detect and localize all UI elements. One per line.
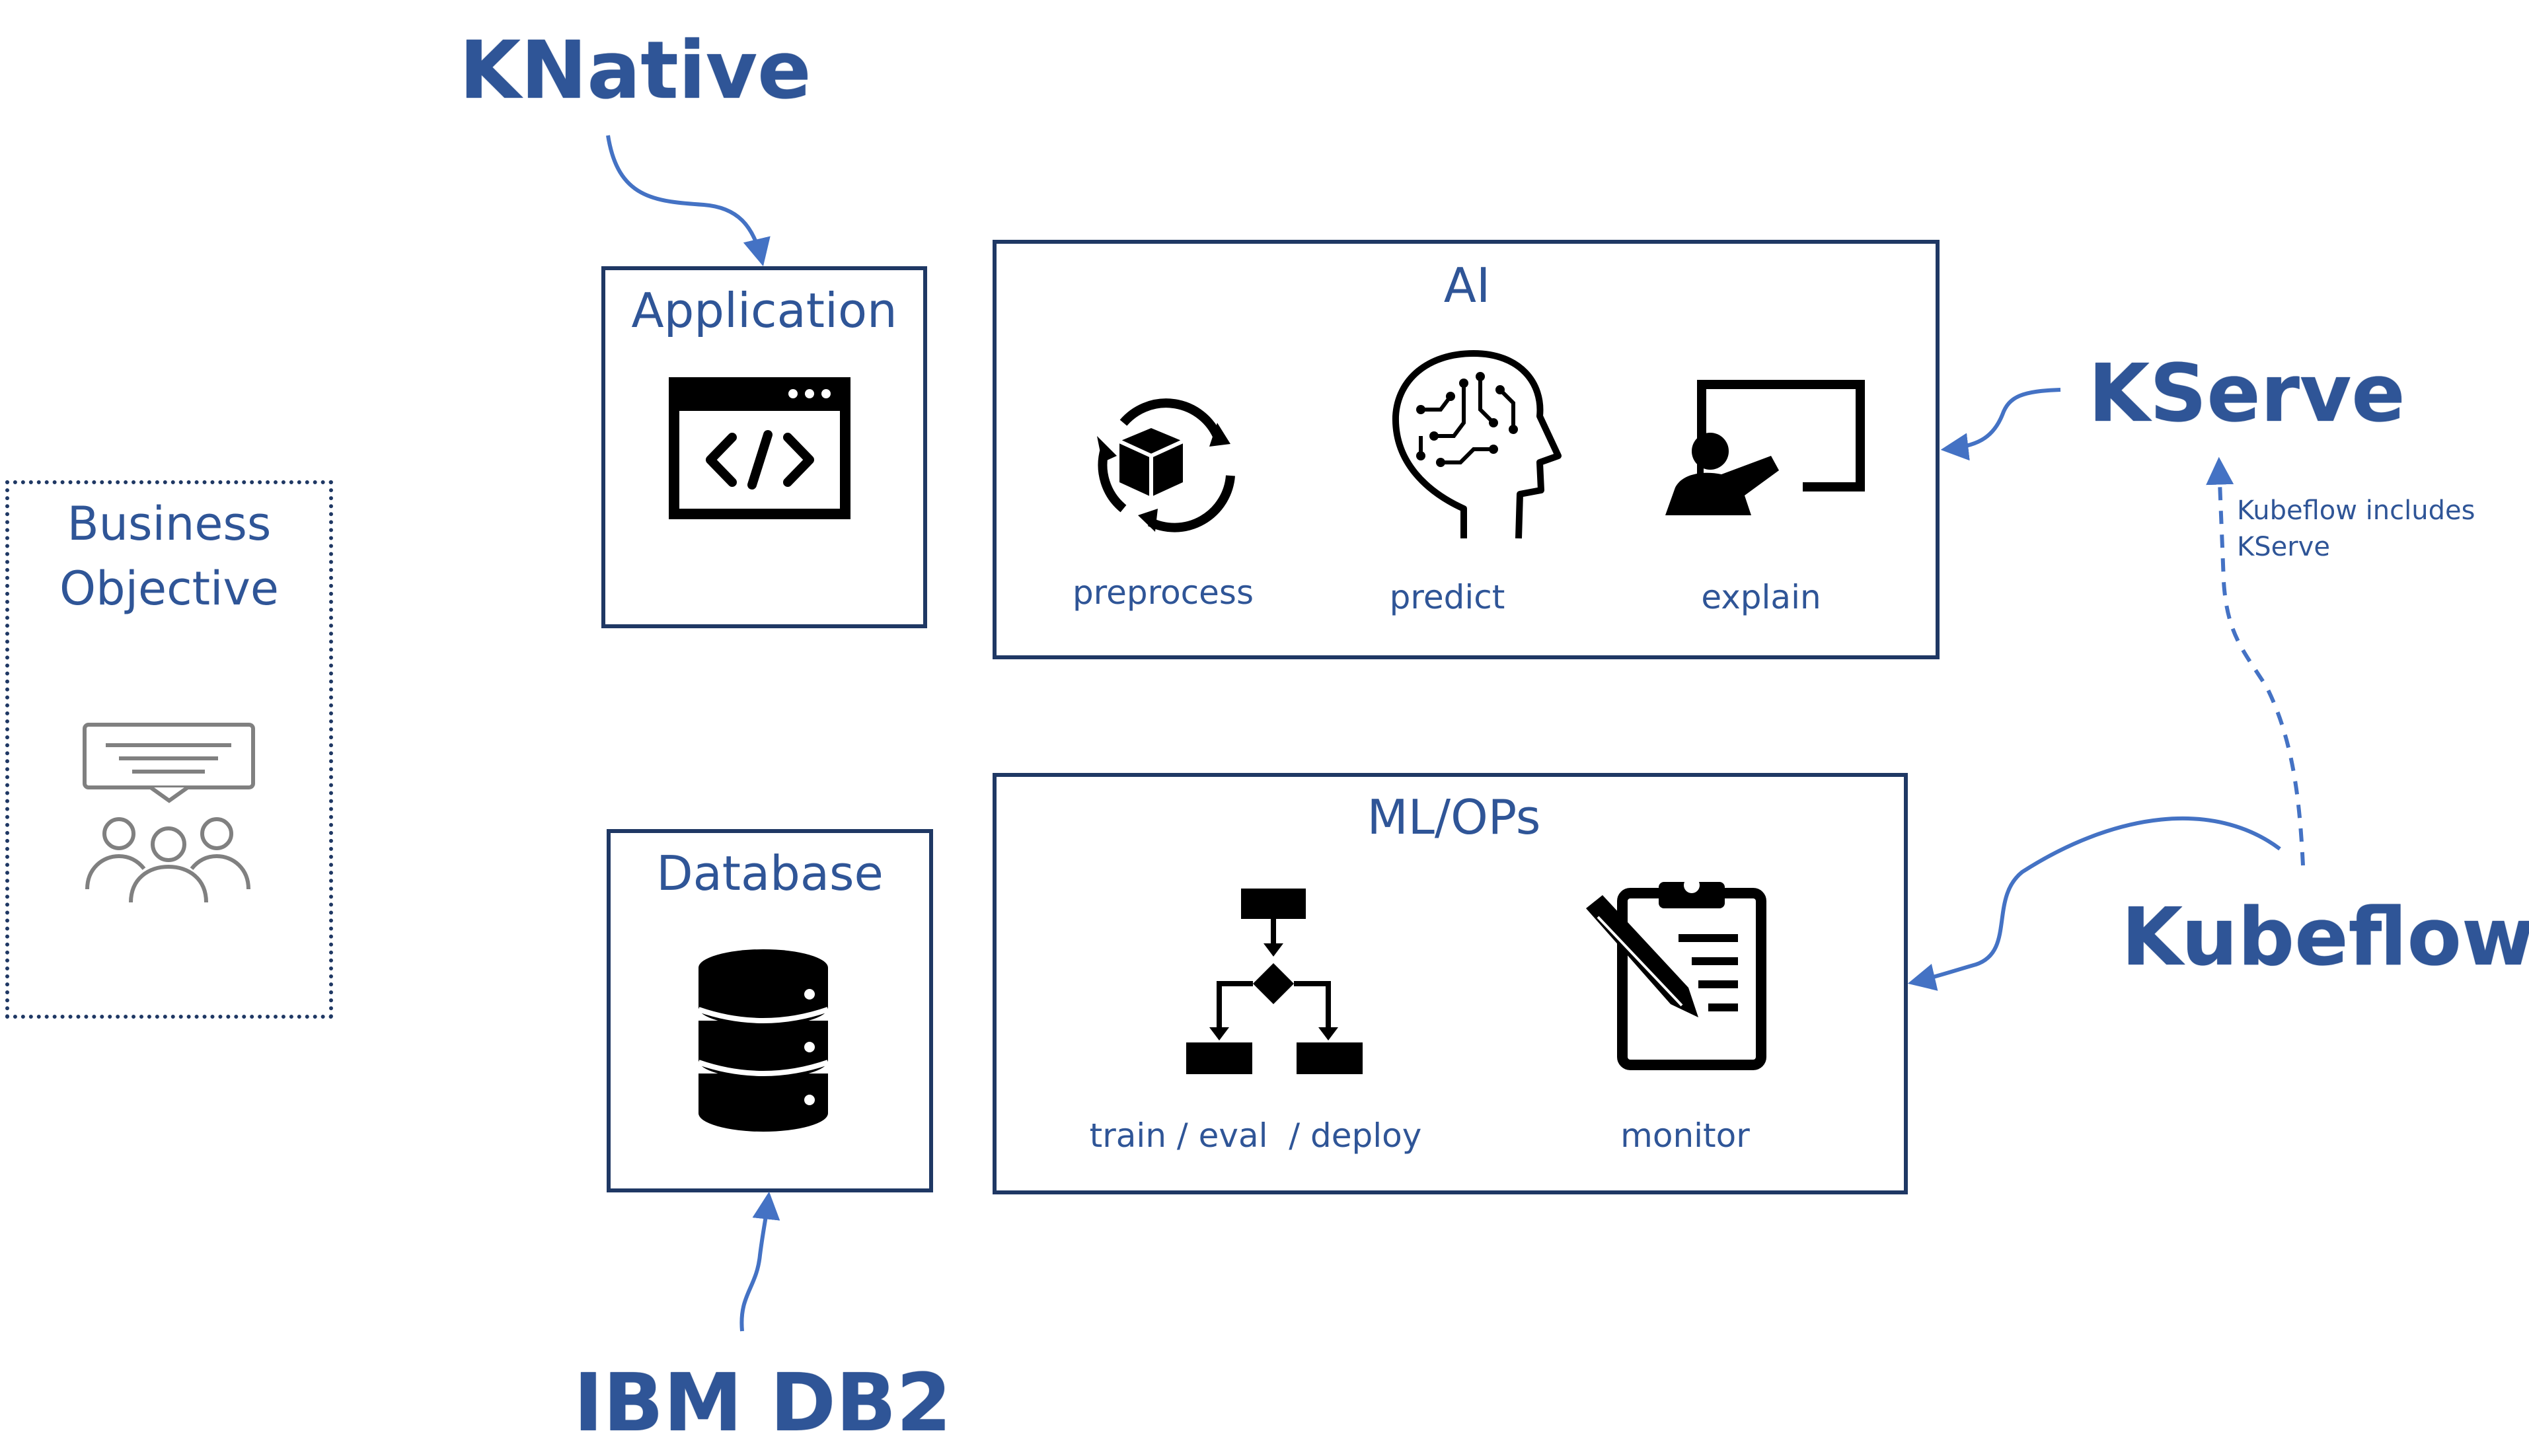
kubeflow-note-line1: Kubeflow includes <box>2237 495 2475 526</box>
kubeflow-note-line2: KServe <box>2237 532 2330 562</box>
knative-label: KNative <box>459 25 812 117</box>
preprocess-label: preprocess <box>1072 573 1254 612</box>
kserve-arrow <box>1940 388 2061 461</box>
kubeflow-label: Kubeflow <box>2121 892 2529 984</box>
kubeflow-kserve-dashed-arrow <box>2206 456 2305 866</box>
database-title: Database <box>656 846 884 901</box>
business-objective-title-line2: Objective <box>59 562 279 616</box>
explain-label: explain <box>1701 578 1821 616</box>
brain-circuit-head-icon <box>1392 350 1562 539</box>
business-objective-box <box>5 480 333 1019</box>
train-eval-deploy-label: train / eval / deploy <box>1089 1116 1422 1155</box>
mlops-title: ML/OPs <box>1367 789 1541 845</box>
application-box <box>601 266 927 628</box>
kubeflow-mlops-arrow <box>1907 816 2281 991</box>
ai-box <box>993 240 1940 659</box>
meeting-people-icon <box>83 723 255 903</box>
ibm-db2-arrow <box>739 1191 780 1332</box>
database-icon <box>697 949 829 1132</box>
code-window-icon <box>669 377 850 519</box>
monitor-label: monitor <box>1620 1116 1750 1155</box>
kserve-label: KServe <box>2088 348 2405 440</box>
cycle-package-icon <box>1097 398 1235 532</box>
predict-label: predict <box>1389 578 1505 616</box>
flowchart-icon <box>1186 889 1363 1074</box>
knative-arrow <box>606 135 771 267</box>
application-title: Application <box>631 283 897 338</box>
mlops-box <box>993 773 1908 1194</box>
presenter-board-icon <box>1665 380 1865 515</box>
ibm-db2-label: IBM DB2 <box>574 1358 952 1449</box>
database-box <box>607 829 933 1192</box>
ai-title: AI <box>1443 258 1491 313</box>
business-objective-title-line1: Business <box>67 497 272 551</box>
clipboard-pen-icon <box>1586 877 1766 1070</box>
